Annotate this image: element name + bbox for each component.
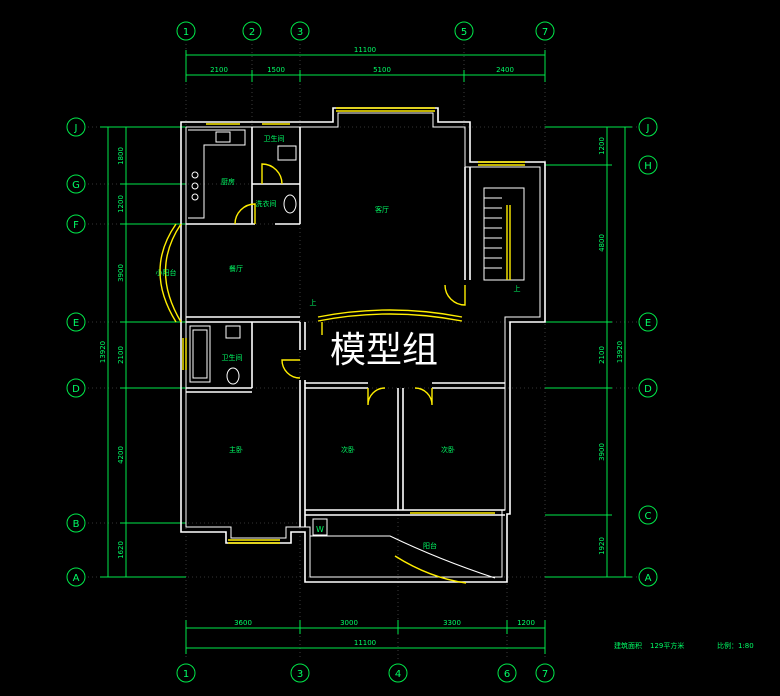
- left-dim-1: 1800: [117, 147, 125, 165]
- axis-bubble: 7: [542, 669, 548, 680]
- axis-bubble: 1: [183, 27, 189, 38]
- top-dim-1: 2100: [210, 66, 228, 74]
- bottom-dimensions: 3600 3000 3300 1200 11100: [185, 619, 546, 654]
- room-label-bedroom3: 次卧: [441, 445, 455, 454]
- top-dim-2: 1500: [267, 66, 285, 74]
- axis-bubble: 7: [542, 27, 548, 38]
- right-dim-1: 1200: [598, 137, 606, 155]
- axis-bubble: 3: [297, 669, 303, 680]
- room-label-master: 主卧: [229, 445, 243, 454]
- axis-bubble: J: [74, 123, 78, 134]
- room-label-balcony-left: 小阳台: [156, 268, 177, 277]
- top-dimensions: 11100 2100 1500 5100 2400: [185, 46, 546, 82]
- bottom-dim-1: 3600: [234, 619, 252, 627]
- right-dim-3: 2100: [598, 346, 606, 364]
- stair-up-label: 上: [514, 284, 521, 293]
- right-dimensions: 1200 4800 2100 3900 1920 13920: [545, 126, 632, 578]
- left-dim-3: 3900: [117, 264, 125, 282]
- bottom-dim-2: 3000: [340, 619, 358, 627]
- axis-bubble: E: [73, 318, 79, 329]
- room-label-toilet-top: 卫生间: [264, 134, 285, 143]
- top-axis-bubbles: 1 2 3 5 7: [176, 21, 555, 41]
- bottom-axis-bubbles: 1 3 4 6 7: [176, 663, 555, 683]
- step-up-label: 上: [310, 298, 317, 307]
- room-label-laundry: 洗衣间: [256, 199, 277, 208]
- windows: [159, 107, 525, 584]
- left-dim-6: 1620: [117, 541, 125, 559]
- right-dim-2: 4800: [598, 234, 606, 252]
- axis-bubble: B: [73, 519, 80, 530]
- top-dim-4: 2400: [496, 66, 514, 74]
- axis-bubble: 6: [504, 669, 510, 680]
- top-overall-dim: 11100: [354, 46, 376, 54]
- axis-bubble: J: [646, 123, 650, 134]
- left-dim-2: 1200: [117, 195, 125, 213]
- bottom-dim-4: 1200: [517, 619, 535, 627]
- room-label-dining: 餐厅: [229, 264, 243, 273]
- room-label-living: 客厅: [375, 205, 389, 214]
- drawing-title: 建筑面积: [614, 641, 642, 650]
- bottom-dim-3: 3300: [443, 619, 461, 627]
- axis-bubble: D: [72, 384, 80, 395]
- bottom-overall-dim: 11100: [354, 639, 376, 647]
- right-axis-bubbles: J H E D C A: [638, 117, 658, 587]
- room-label-kitchen: 厨房: [221, 177, 235, 186]
- axis-bubble: 5: [461, 27, 467, 38]
- axis-bubble: 2: [249, 27, 255, 38]
- axis-bubble: F: [73, 220, 79, 231]
- area-note: 129平方米: [650, 641, 684, 650]
- axis-bubble: 1: [183, 669, 189, 680]
- wardrobe-label: W: [316, 525, 324, 534]
- right-overall-dim: 13920: [616, 341, 624, 363]
- axis-bubble: C: [645, 511, 652, 522]
- left-dim-5: 4200: [117, 446, 125, 464]
- right-dim-5: 1920: [598, 537, 606, 555]
- walls: [180, 107, 546, 583]
- room-label-balcony-bottom: 阳台: [423, 541, 437, 550]
- watermark-text: 模型组: [330, 330, 438, 371]
- room-label-bedroom2: 次卧: [341, 445, 355, 454]
- axis-bubble: A: [645, 573, 652, 584]
- axis-bubble: A: [73, 573, 80, 584]
- title-block: 建筑面积 129平方米 比例：1:80: [614, 641, 754, 650]
- left-axis-bubbles: J G F E D B A: [66, 117, 86, 587]
- axis-bubble: D: [644, 384, 652, 395]
- axis-bubble: 3: [297, 27, 303, 38]
- room-label-toilet-mid: 卫生间: [222, 353, 243, 362]
- axis-bubble: 4: [395, 669, 401, 680]
- doors: [234, 163, 466, 406]
- room-labels: 厨房 卫生间 洗衣间 客厅 餐厅 小阳台 卫生间 主卧 次卧 次卧 阳台 上 上…: [156, 134, 521, 550]
- left-dimensions: 13920 1800 1200 3900 2100 4200 1620: [99, 126, 186, 578]
- left-overall-dim: 13920: [99, 341, 107, 363]
- fixtures: [188, 129, 525, 536]
- axis-bubble: H: [644, 161, 652, 172]
- scale-note: 比例：1:80: [717, 641, 754, 650]
- axis-bubble: E: [645, 318, 651, 329]
- top-dim-3: 5100: [373, 66, 391, 74]
- right-dim-4: 3900: [598, 443, 606, 461]
- left-dim-4: 2100: [117, 346, 125, 364]
- axis-bubble: G: [72, 180, 80, 191]
